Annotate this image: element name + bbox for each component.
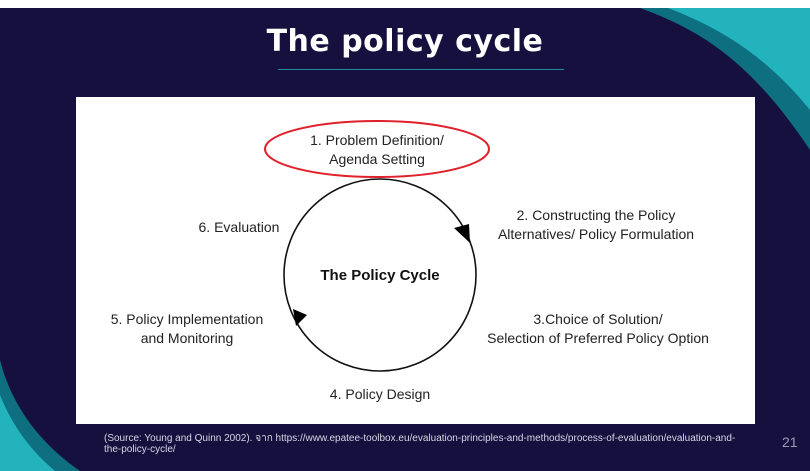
stage-3-label: 3.Choice of Solution/ Selection of Prefe…	[469, 310, 727, 348]
center-label: The Policy Cycle	[320, 267, 440, 284]
slide-title: The policy cycle	[266, 24, 544, 59]
stage-3-line2: Selection of Preferred Policy Option	[487, 330, 709, 346]
stage-4-label: 4. Policy Design	[320, 385, 440, 404]
stage-1-line1: 1. Problem Definition/	[310, 132, 444, 148]
stage-1-label: 1. Problem Definition/ Agenda Setting	[301, 131, 453, 169]
stage-2-line1: 2. Constructing the Policy	[516, 207, 676, 223]
stage-6-label: 6. Evaluation	[186, 218, 292, 237]
stage-1-line2: Agenda Setting	[329, 151, 425, 167]
top-strip	[0, 0, 810, 8]
stage-5-line2: and Monitoring	[140, 330, 234, 346]
policy-cycle-figure: 1. Problem Definition/ Agenda Setting 2.…	[76, 97, 755, 424]
cycle-graphic	[264, 120, 490, 372]
stage-5-label: 5. Policy Implementation and Monitoring	[98, 310, 276, 348]
corner-wave-bottom-light	[0, 395, 55, 471]
page-number: 21	[782, 434, 798, 450]
title-underline	[278, 69, 564, 70]
source-note: (Source: Young and Quinn 2002). จาก http…	[104, 433, 736, 455]
cycle-arrow-left	[293, 309, 307, 326]
stage-4-line1: 4. Policy Design	[329, 386, 431, 402]
cycle-arrow-right	[454, 224, 470, 243]
stage-2-line2: Alternatives/ Policy Formulation	[497, 226, 695, 242]
corner-wave-light	[668, 8, 810, 110]
stage-5-line1: 5. Policy Implementation	[110, 311, 264, 327]
stage-6-line1: 6. Evaluation	[198, 219, 280, 235]
stage-3-line1: 3.Choice of Solution/	[533, 311, 663, 327]
highlight-ellipse	[264, 120, 490, 178]
cycle-circle	[283, 178, 477, 372]
stage-2-label: 2. Constructing the Policy Alternatives/…	[481, 206, 711, 244]
